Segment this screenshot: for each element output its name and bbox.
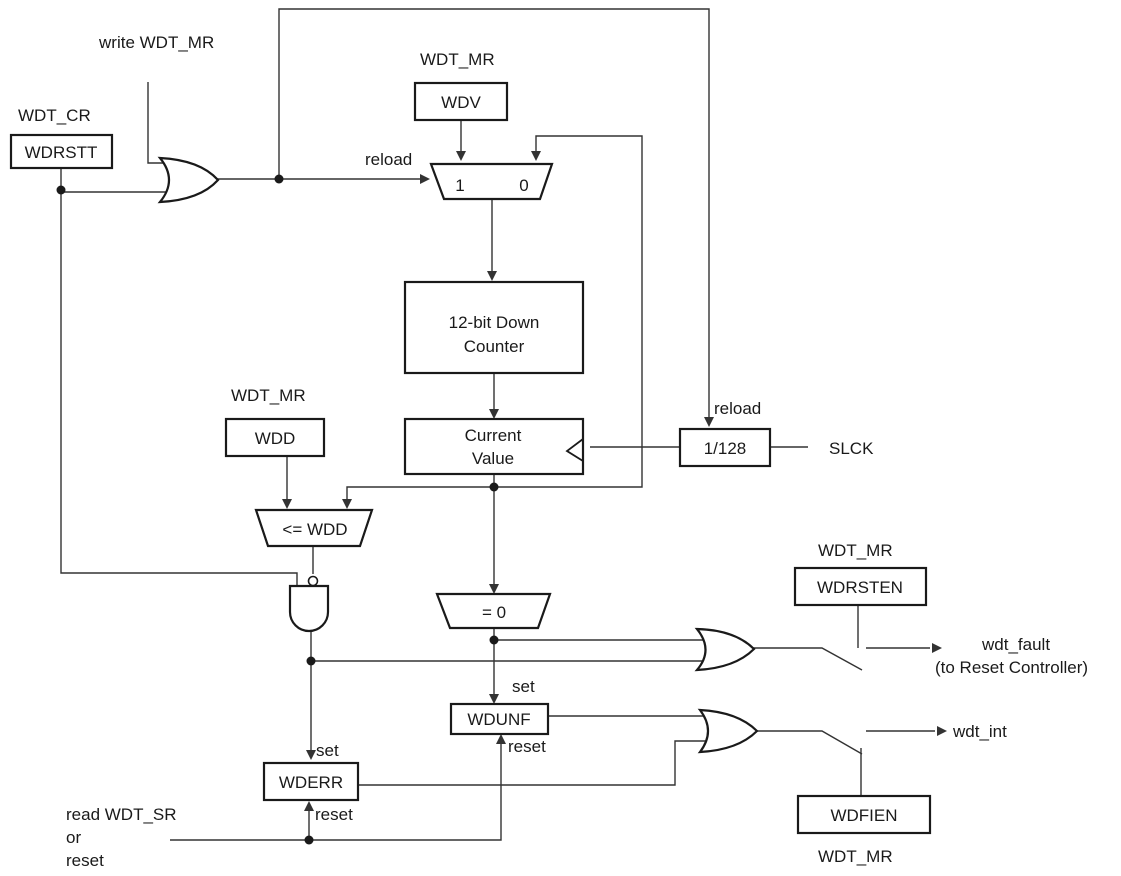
wdd-box	[224, 417, 326, 458]
le-wdd-comparator	[254, 508, 374, 548]
text-wdunf: WDUNF	[467, 710, 530, 729]
label-read-line3: reset	[66, 851, 104, 870]
label-slck: SLCK	[829, 439, 874, 458]
label-set-wderr: set	[316, 741, 339, 760]
register-wdt-mr-wdv: WDT_MR	[420, 50, 495, 69]
text-divider: 1/128	[704, 439, 747, 458]
text-counter-line2: Counter	[464, 337, 525, 356]
text-current-line2: Value	[472, 449, 514, 468]
label-reload-divider: reload	[714, 399, 761, 418]
label-reload-mux: reload	[365, 150, 412, 169]
eq-zero-comparator	[435, 592, 552, 630]
junctions	[56, 174, 499, 845]
label-reset-wderr: reset	[315, 805, 353, 824]
label-write-wdt-mr: write WDT_MR	[98, 33, 214, 52]
wdfien-box	[796, 794, 932, 835]
and-gate-error	[288, 584, 330, 633]
label-reset-wdunf: reset	[508, 737, 546, 756]
label-wdt-fault: wdt_fault	[981, 635, 1050, 654]
down-counter-box	[403, 280, 585, 375]
wderr-box	[262, 761, 360, 802]
text-le-wdd: <= WDD	[282, 520, 347, 539]
label-read-line2: or	[66, 828, 81, 847]
wdunf-box	[449, 702, 550, 736]
label-set-wdunf: set	[512, 677, 535, 696]
text-wdfien: WDFIEN	[830, 806, 897, 825]
wdv-box	[413, 81, 509, 122]
or-gate-interrupt	[697, 708, 759, 754]
wdrsten-box	[793, 566, 928, 607]
clock-input-marker	[565, 438, 584, 462]
text-wderr: WDERR	[279, 773, 343, 792]
register-wdt-mr-wdrsten: WDT_MR	[818, 541, 893, 560]
current-value-box	[403, 417, 585, 476]
or-gate-reload	[157, 156, 220, 204]
arrowheads	[282, 151, 947, 811]
or-gate-fault	[694, 627, 756, 672]
register-wdt-mr-wdfien: WDT_MR	[818, 847, 893, 866]
wires	[60, 8, 935, 841]
mux-input-0: 0	[519, 176, 528, 195]
text-counter-line1: 12-bit Down	[449, 313, 540, 332]
register-wdt-cr: WDT_CR	[18, 106, 91, 125]
mux-input-1: 1	[455, 176, 464, 195]
wdrstt-box	[9, 133, 114, 170]
text-wdd: WDD	[255, 429, 296, 448]
text-eq-zero: = 0	[482, 603, 506, 622]
text-current-line1: Current	[465, 426, 522, 445]
text-wdrsten: WDRSTEN	[817, 578, 903, 597]
text-wdrstt: WDRSTT	[25, 143, 98, 162]
inverter-bubble	[307, 575, 319, 587]
label-read-line1: read WDT_SR	[66, 805, 177, 824]
reload-mux	[429, 162, 554, 201]
text-wdv: WDV	[441, 93, 481, 112]
label-wdt-int: wdt_int	[952, 722, 1007, 741]
label-to-reset-controller: (to Reset Controller)	[935, 658, 1088, 677]
divider-box	[678, 427, 772, 468]
register-wdt-mr-wdd: WDT_MR	[231, 386, 306, 405]
